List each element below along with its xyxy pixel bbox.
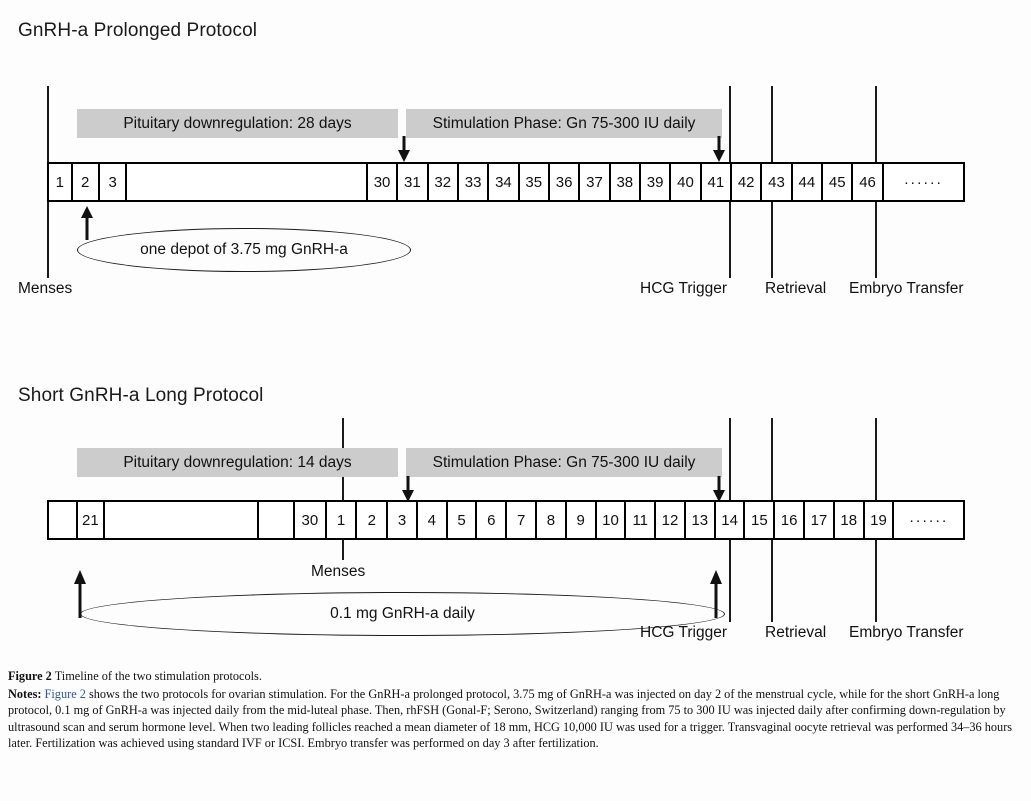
figure-caption: Figure 2 Timeline of the two stimulation… [8, 668, 1020, 753]
timeline-day-cell: 12 [656, 502, 686, 538]
timeline-day-cell: 10 [597, 502, 627, 538]
caption-notes-line: Notes: Figure 2 shows the two protocols … [8, 686, 1020, 752]
timeline-day-cell: 2 [73, 164, 100, 200]
protocol2-stimulation-end-arrow-icon [713, 476, 725, 502]
timeline-day-cell: 19 [865, 502, 895, 538]
protocol1-label-hcg-trigger: HCG Trigger [640, 280, 727, 297]
protocol1-label-menses: Menses [18, 280, 73, 297]
timeline-day-cell: 5 [448, 502, 478, 538]
protocol2-title: Short GnRH-a Long Protocol [18, 385, 264, 406]
protocol2-label-embryo-transfer: Embryo Transfer [849, 624, 964, 641]
timeline-day-cell: 3 [100, 164, 128, 200]
timeline-day-cell: 6 [477, 502, 508, 538]
timeline-day-cell: 7 [507, 502, 537, 538]
timeline-day-cell: 1 [49, 164, 73, 200]
timeline-day-cell: 32 [429, 164, 459, 200]
protocol1-stimulation-start-arrow-icon [398, 136, 410, 162]
timeline-day-cell: 9 [567, 502, 597, 538]
timeline-day-cell: 8 [537, 502, 567, 538]
notes-body: shows the two protocols for ovarian stim… [8, 686, 1013, 751]
protocol2-label-retrieval: Retrieval [765, 624, 827, 641]
timeline-gap-cell [49, 502, 78, 538]
protocol2-stimulation-start-arrow-icon [402, 476, 414, 502]
timeline-day-cell: 33 [459, 164, 490, 200]
timeline-day-cell: 30 [295, 502, 327, 538]
figure-title: Timeline of the two stimulation protocol… [54, 669, 262, 683]
notes-figure-xref[interactable]: Figure 2 [44, 686, 86, 701]
timeline-day-cell: 36 [550, 164, 581, 200]
protocol1-depot-callout: one depot of 3.75 mg GnRH-a [77, 228, 411, 272]
timeline-day-cell: 2 [357, 502, 389, 538]
timeline-day-cell: 31 [398, 164, 429, 200]
timeline-day-cell: 16 [775, 502, 806, 538]
timeline-day-cell: ······ [909, 511, 949, 529]
timeline-day-cell: 14 [716, 502, 746, 538]
timeline-day-cell: ······ [903, 173, 943, 191]
timeline-day-cell: 39 [641, 164, 672, 200]
timeline-day-cell: 45 [823, 164, 854, 200]
timeline-day-cell: 35 [520, 164, 550, 200]
protocol1-stimulation-end-arrow-icon [713, 136, 725, 162]
timeline-gap-cell [127, 164, 368, 200]
protocol1-label-retrieval: Retrieval [765, 280, 827, 297]
protocol2-stimulation-bar: Stimulation Phase: Gn 75-300 IU daily [406, 448, 722, 477]
timeline-gap-cell [259, 502, 296, 538]
timeline-day-cell: 4 [418, 502, 448, 538]
protocol2-start-arrow-icon [74, 570, 86, 618]
protocol1-depot-arrow-icon [81, 206, 93, 240]
timeline-day-cell: 42 [732, 164, 763, 200]
timeline-day-cell: 46 [853, 164, 884, 200]
protocol2-label-menses: Menses [311, 563, 366, 580]
caption-title-line: Figure 2 Timeline of the two stimulation… [8, 668, 1020, 685]
timeline-day-cell: 3 [388, 502, 418, 538]
protocol1-label-embryo-transfer: Embryo Transfer [849, 280, 964, 297]
timeline-day-cell: 11 [626, 502, 657, 538]
timeline-day-cell: 34 [489, 164, 520, 200]
protocol2-downregulation-bar: Pituitary downregulation: 14 days [77, 448, 398, 477]
timeline-day-cell: 21 [78, 502, 105, 538]
timeline-day-cell: 37 [580, 164, 611, 200]
timeline-day-cell: 43 [762, 164, 793, 200]
timeline-day-cell: 41 [702, 164, 732, 200]
protocol2-hcg-arrow-icon [710, 570, 722, 618]
protocol2-label-hcg-trigger: HCG Trigger [640, 624, 727, 641]
timeline-day-cell: 17 [805, 502, 835, 538]
timeline-day-cell: 30 [368, 164, 399, 200]
timeline-day-cell: 1 [327, 502, 358, 538]
timeline-day-cell: 15 [745, 502, 776, 538]
protocol2-daily-callout: 0.1 mg GnRH-a daily [80, 592, 725, 636]
timeline-gap-cell [105, 502, 259, 538]
timeline-day-cell: 38 [611, 164, 641, 200]
timeline-day-cell: 18 [835, 502, 865, 538]
protocol2-menses-line [342, 418, 344, 560]
timeline-day-cell: 44 [793, 164, 824, 200]
protocol1-stimulation-bar: Stimulation Phase: Gn 75-300 IU daily [406, 109, 722, 138]
protocol1-downregulation-bar: Pituitary downregulation: 28 days [77, 109, 398, 138]
timeline-day-cell: 13 [686, 502, 716, 538]
notes-label: Notes: [8, 686, 42, 701]
protocol1-title: GnRH-a Prolonged Protocol [18, 20, 258, 41]
timeline-day-cell: 40 [671, 164, 702, 200]
figure-label: Figure 2 [8, 669, 52, 683]
